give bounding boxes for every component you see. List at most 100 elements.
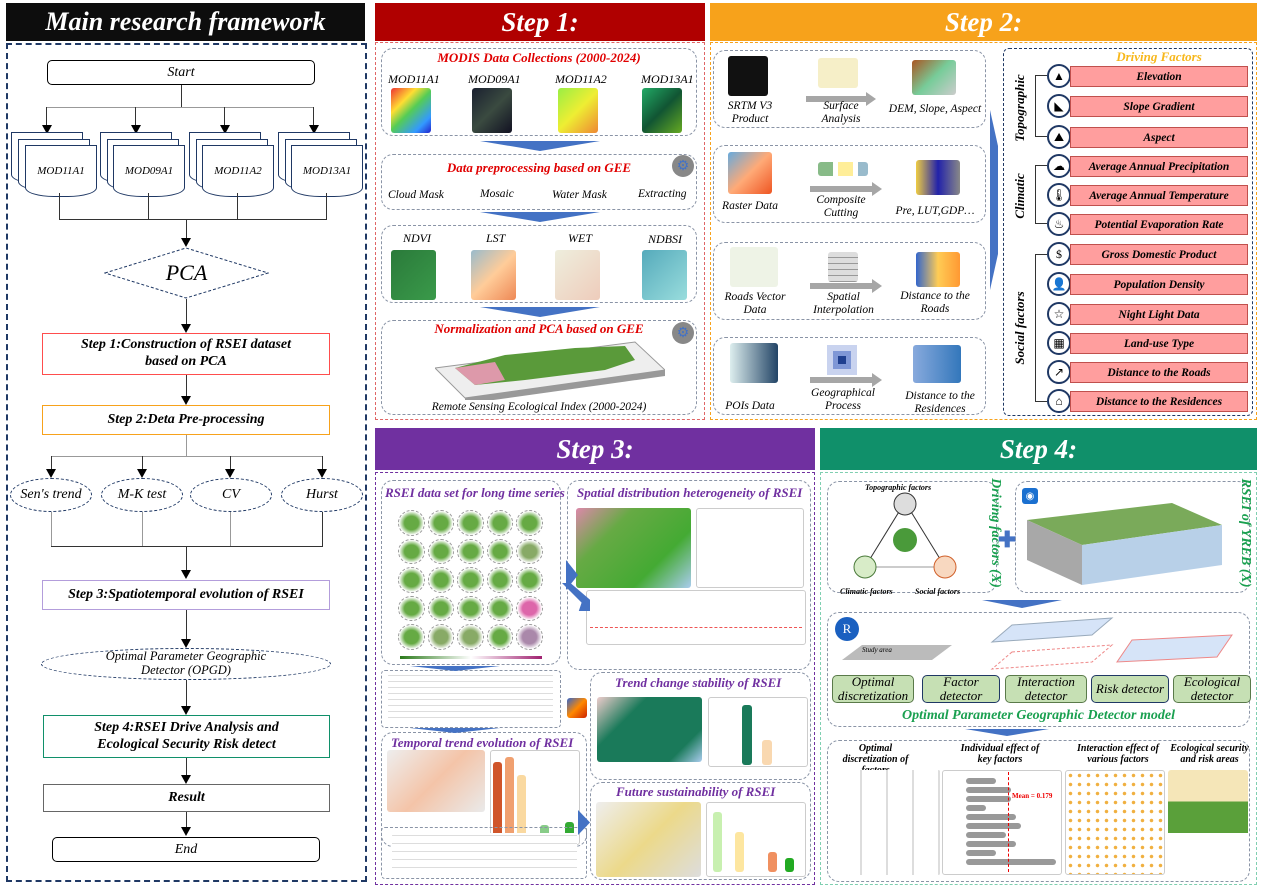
arcgis-icon: ◉ (1022, 488, 1038, 504)
op-cloud-mask: Cloud Mask (388, 189, 444, 201)
step4-box: Step 4:RSEI Drive Analysis and Ecologica… (43, 715, 330, 758)
end-node: End (52, 837, 320, 862)
factor-icon: ◣ (1047, 94, 1071, 118)
opgd-model-title: Optimal Parameter Geographic Detector mo… (902, 708, 1175, 723)
future-title: Future sustainability of RSEI (616, 784, 776, 799)
driving-factor: Slope Gradient (1070, 96, 1248, 117)
step2-process: Surface Analysis (821, 100, 861, 125)
method-cv: CV (190, 478, 272, 512)
result-title: Individual effect of key factors (960, 743, 1040, 765)
framework-box (6, 43, 367, 882)
step2-header: Step 2: (710, 3, 1257, 41)
step3-header: Step 3: (375, 428, 815, 470)
rsei-colorbar (400, 656, 542, 659)
stability-map (597, 697, 702, 762)
roads-image (730, 247, 778, 287)
doc-mod13a1: MOD13A1 (291, 145, 363, 197)
factor-icon: 👤 (1047, 272, 1071, 296)
pois-image (730, 343, 778, 383)
spatial-map (576, 508, 691, 588)
factor-icon: $ (1047, 242, 1071, 266)
gee-gear-icon: ⚙ (672, 322, 694, 344)
stability-chart (708, 697, 808, 767)
factor-icon: ⛰ (1047, 125, 1071, 149)
doc-mod11a1: MOD11A1 (25, 145, 97, 197)
step2-input: POIs Data (725, 400, 775, 412)
srtm-image (728, 56, 768, 96)
flow-arrow (990, 110, 998, 290)
matlab-icon (567, 698, 587, 718)
slope-table (388, 673, 553, 723)
raster-image (728, 152, 772, 194)
group-social: Social factors (1012, 291, 1027, 365)
mod11a1-image (391, 88, 431, 133)
rsei-series-grid (398, 510, 543, 650)
hurst-table (392, 833, 577, 875)
opgd-node: Optimal Parameter Geographic Detector (O… (41, 648, 331, 680)
rsei-3d-map (435, 341, 665, 400)
step4-panel (820, 472, 1257, 885)
social-factors-label: Social factors (915, 587, 961, 596)
mean-label: Mean = 0.179 (1012, 792, 1053, 800)
driving-factor: Distance to the Roads (1070, 362, 1248, 383)
method-mk-test: M-K test (101, 478, 183, 512)
future-chart (706, 802, 806, 877)
group-topographic: Topographic (1012, 74, 1027, 142)
residences-image (913, 345, 961, 383)
rsei-yreb-x: RSEI of YREB (X) (1238, 478, 1253, 588)
plus-icon: ✚ (998, 527, 1017, 552)
factor-triangle (853, 492, 957, 579)
temporal-title: Temporal trend evolution of RSEI (391, 735, 574, 750)
temporal-map (387, 750, 485, 812)
product-label: MOD11A1 (388, 72, 440, 86)
trend-stability-title: Trend change stability of RSEI (615, 675, 782, 690)
factor-icon: ↗ (1047, 360, 1071, 384)
index-wet: WET (568, 231, 592, 245)
driving-factor: Elevation (1070, 66, 1248, 87)
r-logo-icon: R (835, 617, 859, 641)
geo-process-icon (827, 345, 857, 375)
factor-icon: ☆ (1047, 302, 1071, 326)
roads-distance-image (916, 252, 960, 287)
driving-factor: Night Light Data (1070, 304, 1248, 325)
mod09a1-image (472, 88, 512, 133)
factor-icon: ⌂ (1047, 389, 1071, 413)
mod11a2-image (558, 88, 598, 133)
normalization-title: Normalization and PCA based on GEE (434, 321, 644, 336)
step2-input: SRTM V3 Product (727, 100, 773, 125)
study-area-label: Study area (862, 646, 892, 654)
group-climatic: Climatic (1012, 173, 1027, 219)
driving-factor: Gross Domestic Product (1070, 244, 1248, 265)
index-ndvi: NDVI (403, 231, 431, 245)
future-map (596, 802, 701, 877)
framework-title: Main research framework (6, 3, 365, 41)
interp-image (828, 252, 858, 282)
rsei-caption: Remote Sensing Ecological Index (2000-20… (431, 401, 647, 413)
doc-mod09a1: MOD09A1 (113, 145, 185, 197)
topo-factors-label: Topographic factors (865, 483, 932, 492)
step1-header: Step 1: (375, 3, 705, 41)
step3-panel (375, 472, 815, 885)
ndbsi-map (642, 250, 687, 300)
driving-factor: Average Annual Temperature (1070, 185, 1248, 206)
product-label: MOD11A2 (555, 72, 607, 86)
step4-header: Step 4: (820, 428, 1257, 470)
step2-output: Pre, LUT,GDP… (895, 205, 975, 217)
method-sens-trend: Sen's trend (10, 478, 92, 512)
factor-icon: ☁ (1047, 154, 1071, 178)
driving-factor: Distance to the Residences (1070, 391, 1248, 412)
driving-factor: Potential Evaporation Rate (1070, 214, 1248, 235)
result-title: Interaction effect of various factors (1076, 743, 1160, 765)
gee-gear-icon: ⚙ (672, 155, 694, 177)
driving-factor: Average Annual Precipitation (1070, 156, 1248, 177)
surface-chart (818, 58, 858, 88)
step2-output: Distance to the Residences (905, 390, 975, 415)
dem-image (912, 60, 956, 95)
driving-factors-title: Driving Factors (1116, 49, 1202, 64)
factor-icon: ▲ (1047, 64, 1071, 88)
factor-icon: 🌡 (1047, 183, 1071, 207)
spatial-bar-chart (696, 508, 804, 588)
step2-process: Spatial Interpolation (813, 291, 874, 316)
step2-input: Raster Data (722, 200, 778, 212)
pca-label: PCA (165, 260, 208, 285)
